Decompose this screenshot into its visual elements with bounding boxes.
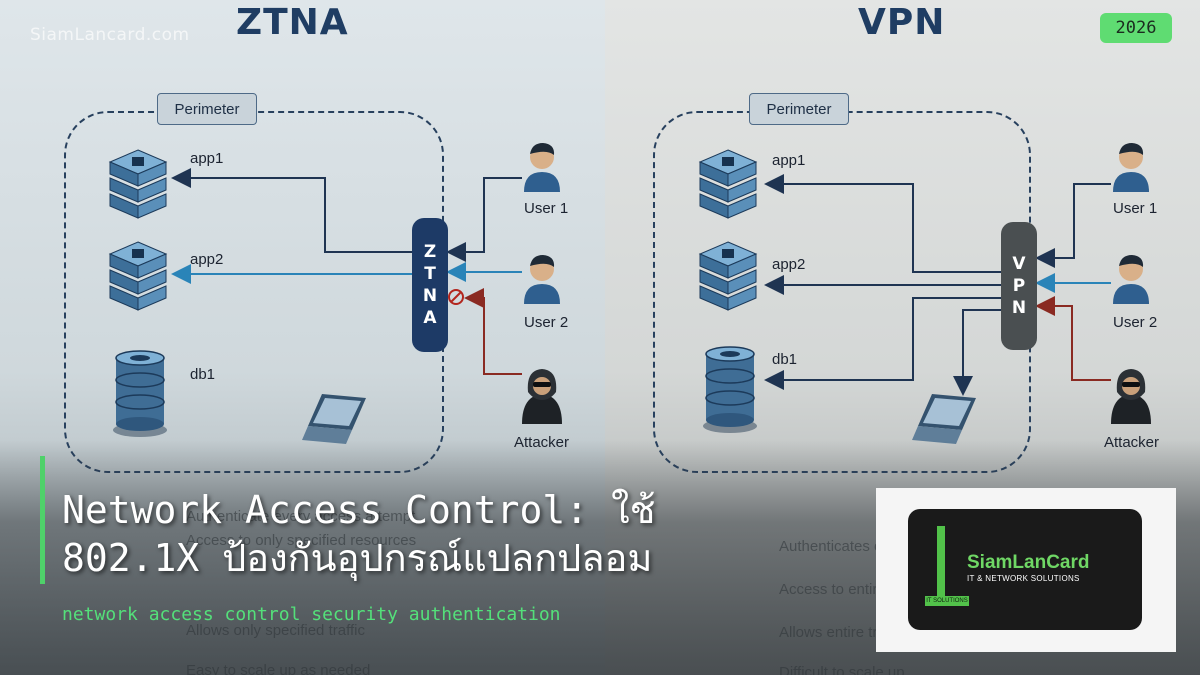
faint-row: Easy to scale up as needed [186, 662, 371, 675]
user2-icon [1113, 255, 1149, 304]
ztna-attacker-flow [464, 288, 522, 375]
site-watermark: SiamLancard.com [30, 25, 190, 45]
server-app1-icon [698, 149, 758, 219]
year-badge: 2026 [1100, 13, 1172, 43]
server-app1-icon [108, 149, 168, 219]
headline-line2: 802.1X ป้องกันอุปกรณ์แปลกปลอม [62, 536, 653, 580]
brand-logo [908, 509, 1142, 630]
laptop-icon [302, 394, 366, 444]
faint-row: Allows entire tr [779, 624, 878, 641]
vpn-attacker-flow [1035, 296, 1111, 381]
faint-row: Difficult to scale up [779, 664, 905, 675]
logo-accent-bar [937, 526, 945, 598]
headline-line1: Network Access Control: ใช้ [62, 488, 656, 532]
vpn-db1-label: db1 [772, 351, 798, 368]
blocked-icon [448, 289, 464, 305]
gateway-letter: P [1012, 276, 1026, 296]
vpn-laptop-flow [953, 309, 1001, 396]
ztna-user1-flow [446, 177, 522, 262]
user2-icon [524, 255, 560, 304]
gateway-letter: T [424, 264, 436, 284]
vpn-user2-label: User 2 [1113, 314, 1158, 331]
user1-icon [524, 143, 560, 192]
gateway-letter: N [1011, 298, 1027, 318]
logo-brand-name: SiamLanCard [967, 552, 1090, 573]
vpn-perimeter-label: Perimeter [749, 93, 849, 125]
ztna-user2-label: User 2 [524, 314, 569, 331]
gateway-letter: A [423, 308, 437, 328]
attacker-icon [522, 369, 562, 424]
ztna-app1-label: app1 [190, 150, 224, 167]
subtitle: network access control security authenti… [62, 604, 561, 625]
gateway-letter: N [422, 286, 438, 306]
faint-row: Allows only specified traffic [186, 622, 365, 639]
faint-row: Authenticate every access attempt [186, 508, 416, 525]
faint-row: Authenticates o [779, 538, 883, 555]
laptop-icon [912, 394, 976, 444]
ztna-perimeter-label: Perimeter [157, 93, 257, 125]
database-db1-icon [113, 350, 167, 437]
attacker-icon [1111, 369, 1151, 424]
ztna-app1-flow [171, 168, 412, 253]
logo-chip: IT SOLUTIONS [925, 596, 969, 606]
vpn-db1-flow [764, 297, 1001, 390]
server-app2-icon [698, 241, 758, 311]
server-app2-icon [108, 241, 168, 311]
vpn-gateway: V P N [1001, 222, 1037, 350]
ztna-gateway: Z T N A [412, 218, 448, 352]
headline-accent-bar [40, 456, 45, 584]
user1-icon [1113, 143, 1149, 192]
ztna-db1-label: db1 [190, 366, 216, 383]
ztna-user1-label: User 1 [524, 200, 569, 217]
faint-row: Access to entire [779, 581, 886, 598]
vpn-title: VPN [858, 2, 946, 43]
headline: Network Access Control: ใช้ 802.1X ป้องก… [62, 486, 862, 582]
vpn-user1-flow [1035, 183, 1111, 268]
gateway-letter: V [1012, 254, 1026, 274]
ztna-title: ZTNA [236, 2, 349, 43]
vpn-user1-label: User 1 [1113, 200, 1158, 217]
faint-row: Access to only specified resources [186, 532, 417, 549]
ztna-app2-label: app2 [190, 251, 224, 268]
vpn-app2-label: app2 [772, 256, 806, 273]
logo-tagline: IT & NETWORK SOLUTIONS [967, 574, 1080, 583]
vpn-app1-label: app1 [772, 152, 806, 169]
vpn-app1-flow [764, 174, 1001, 273]
database-db1-icon [703, 346, 757, 433]
gateway-letter: Z [423, 242, 437, 262]
